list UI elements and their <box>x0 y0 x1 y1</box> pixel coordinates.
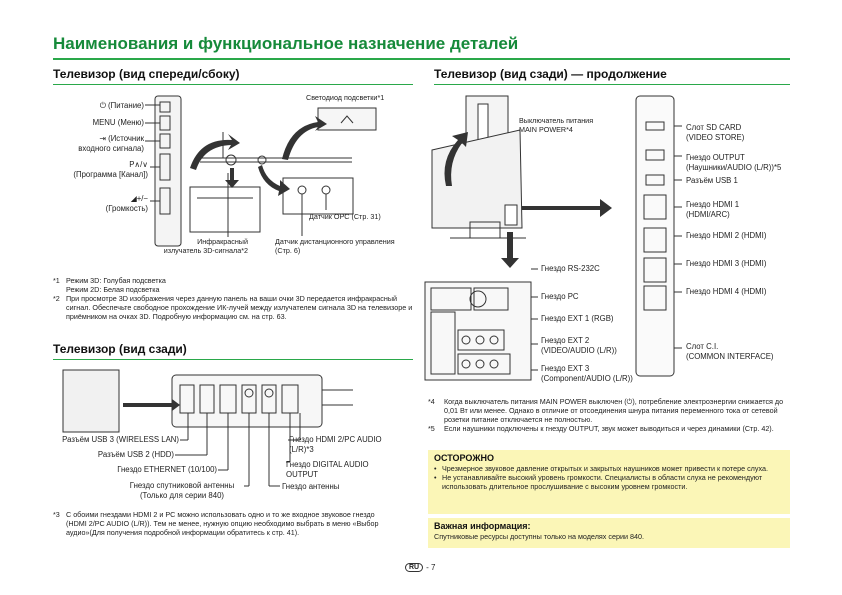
rear2-heading: Телевизор (вид сзади) — продолжение <box>434 67 667 81</box>
volume-label: ◢+/−(Громкость) <box>105 194 148 213</box>
hdmi2-label: Гнездо HDMI 2 (HDMI) <box>686 231 767 240</box>
ext3-label: Гнездо EXT 3(Component/AUDIO (L/R)) <box>541 364 633 383</box>
power-label: ⏻ (Питание) <box>99 101 144 110</box>
usb1-label: Разъём USB 1 <box>686 176 738 185</box>
caution-box: ОСТОРОЖНО •Чрезмерное звуковое давление … <box>428 450 790 514</box>
caution-item-2: •Не устанавливайте высокий уровень громк… <box>434 473 763 491</box>
opc-label: Датчик OPC (Стр. 31) <box>309 212 381 221</box>
sat-label: Гнездо спутниковой антенны(Только для се… <box>129 481 235 500</box>
note-1b: Режим 2D: Белая подсветка <box>66 285 160 294</box>
sd-card-label: Слот SD CARD(VIDEO STORE) <box>686 123 745 142</box>
ext2-label: Гнездо EXT 2(VIDEO/AUDIO (L/R)) <box>541 336 617 355</box>
antenna-label: Гнездо антенны <box>282 482 340 491</box>
hdmi2pc-label: Гнездо HDMI 2/PC AUDIO(L/R)*3 <box>289 435 382 454</box>
front-heading: Телевизор (вид спереди/сбоку) <box>53 67 240 81</box>
ci-slot-label: Слот C.I.(COMMON INTERFACE) <box>686 342 774 361</box>
rear2-rule <box>434 84 790 85</box>
power-button <box>159 101 171 113</box>
rear-bottom-connectors <box>424 281 532 381</box>
caution-item-1: •Чрезмерное звуковое давление открытых и… <box>434 464 768 473</box>
tv-side-panel <box>154 95 182 247</box>
pc-label: Гнездо PC <box>541 292 579 301</box>
output-label: Гнездо OUTPUT(Наушники/AUDIO (L/R))*5 <box>686 153 782 172</box>
opc-detail <box>282 177 354 215</box>
ethernet-label: Гнездо ETHERNET (10/100) <box>117 465 217 474</box>
led-label: Светодиод подсветки*1 <box>306 93 385 102</box>
page-title: Наименования и функциональное назначение… <box>53 34 519 53</box>
menu-label: MENU (Меню) <box>92 118 144 127</box>
title-rule <box>53 58 790 60</box>
hdmi3-label: Гнездо HDMI 3 (HDMI) <box>686 259 767 268</box>
important-box: Важная информация: Спутниковые ресурсы д… <box>428 518 790 548</box>
ir-emitter <box>225 154 237 166</box>
hdmi1-label: Гнездо HDMI 1(HDMI/ARC) <box>686 200 740 219</box>
rear-heading: Телевизор (вид сзади) <box>53 342 187 356</box>
caution-heading: ОСТОРОЖНО <box>434 453 494 463</box>
rear-rule <box>53 359 413 360</box>
important-heading: Важная информация: <box>434 521 531 531</box>
led-indicator <box>317 107 377 131</box>
front-rule <box>53 84 413 85</box>
prog-label: P∧/∨(Программа [Канал]) <box>73 160 148 179</box>
usb3-label: Разъём USB 3 (WIRELESS LAN) <box>62 435 179 444</box>
hdmi4-label: Гнездо HDMI 4 (HDMI) <box>686 287 767 296</box>
remote-sensor <box>257 155 267 165</box>
ir-detail <box>189 186 261 233</box>
important-text: Спутниковые ресурсы доступны только на м… <box>434 532 644 541</box>
rs232-label: Гнездо RS-232C <box>541 264 600 273</box>
usb2-label: Разъём USB 2 (HDD) <box>97 450 174 459</box>
page-number: RU - 7 <box>405 563 435 572</box>
ext1-label: Гнездо EXT 1 (RGB) <box>541 314 614 323</box>
remote-label: Датчик дистанционного управления(Стр. 6) <box>275 237 395 255</box>
language-badge: RU <box>405 563 424 572</box>
side-connector-panel <box>635 95 675 377</box>
rear-stand-photo <box>62 369 120 433</box>
